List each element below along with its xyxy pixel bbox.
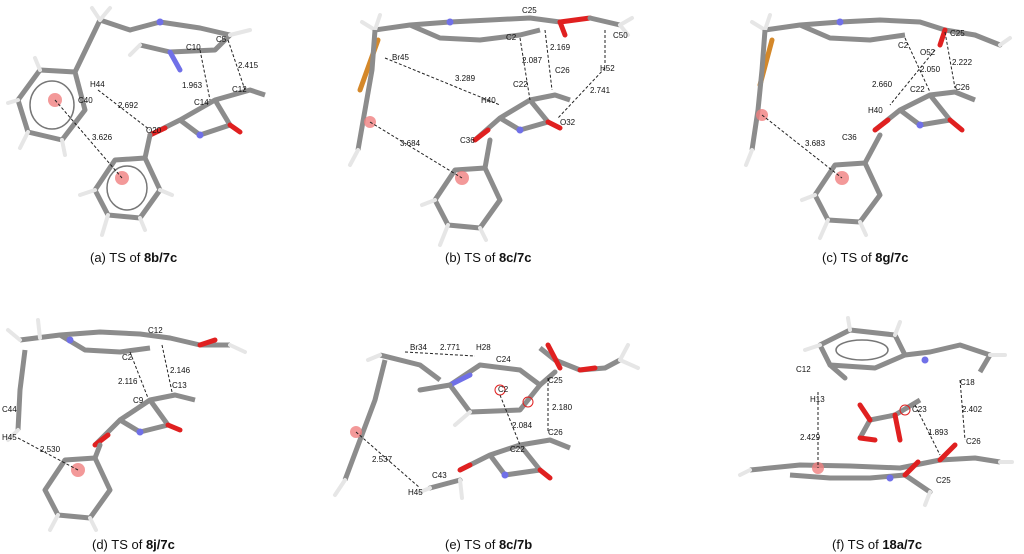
panel-e-dist-2771: 2.771 (440, 343, 461, 352)
panel-a-label-c5: C5 (216, 35, 227, 44)
panel-b-molecule: C25 C2 C50 Br45 C26 H52 C22 H40 O32 C36 … (348, 6, 634, 247)
panel-e-dist-2084: 2.084 (512, 421, 533, 430)
panel-a-label-c12: C12 (232, 85, 247, 94)
panel-e-label-c26: C26 (548, 428, 563, 437)
panel-a-dist-centroids: 3.626 (92, 133, 113, 142)
panel-c-dist-2660: 2.660 (872, 80, 893, 89)
panel-b-dist-3289: 3.289 (455, 74, 476, 83)
panel-e-label-h45: H45 (408, 488, 423, 497)
panel-f-label-c23: C23 (912, 405, 927, 414)
panel-e-label-h28: H28 (476, 343, 491, 352)
panel-b-label-c26: C26 (555, 66, 570, 75)
panel-e-label-c24: C24 (496, 355, 511, 364)
panel-f-label-c12: C12 (796, 365, 811, 374)
panel-b-label-h40: H40 (481, 96, 496, 105)
panel-d-dist-2530: 2.530 (40, 445, 61, 454)
panel-b-label-c36: C36 (460, 136, 475, 145)
panel-c-label-c22: C22 (910, 85, 925, 94)
panel-b-label-h52: H52 (600, 64, 615, 73)
panel-e-label-c43: C43 (432, 471, 447, 480)
panel-f-dist-2429: 2.429 (800, 433, 821, 442)
panel-e-label-c22: C22 (510, 445, 525, 454)
panel-c-label-o52: O52 (920, 48, 936, 57)
panel-b-label-o32: O32 (560, 118, 576, 127)
panel-f-label-h13: H13 (810, 395, 825, 404)
panel-e-label-c25: C25 (548, 376, 563, 385)
panel-a-label-h44: H44 (90, 80, 105, 89)
panel-b-dist-2169: 2.169 (550, 43, 571, 52)
panel-c-dist-3683: 3.683 (805, 139, 826, 148)
panel-b-label-br45: Br45 (392, 53, 409, 62)
panel-b-label-c2: C2 (506, 33, 517, 42)
panel-a-dist-c10-c14: 1.963 (182, 81, 203, 90)
caption-e: (e) TS of 8c/7b (445, 537, 533, 552)
caption-f: (f) TS of 18a/7c (832, 537, 923, 552)
panel-b-label-c50: C50 (613, 31, 628, 40)
panel-b-label-c22: C22 (513, 80, 528, 89)
panel-d-label-c2: C2 (122, 353, 133, 362)
panel-e-molecule: Br34 H28 C24 C25 C2 C26 C22 C43 H45 2.77… (333, 342, 640, 500)
panel-a-molecule: C5 C10 H44 C40 2.415 C12 C14 O20 2.692 1… (6, 6, 266, 237)
panel-c-label-h40: H40 (868, 106, 883, 115)
panel-c-label-c36: C36 (842, 133, 857, 142)
caption-d: (d) TS of 8j/7c (92, 537, 175, 552)
panel-d-label-c12: C12 (148, 326, 163, 335)
panel-a-label-c40: C40 (78, 96, 93, 105)
panel-c-dist-2050: 2.050 (920, 65, 941, 74)
panel-d-label-c9: C9 (133, 396, 144, 405)
panel-f-label-c26: C26 (966, 437, 981, 446)
panel-f-label-c18: C18 (960, 378, 975, 387)
caption-b: (b) TS of 8c/7c (445, 250, 532, 265)
panel-a-dist-c5-c12: 2.415 (238, 61, 259, 70)
panel-a-label-c10: C10 (186, 43, 201, 52)
panel-c-label-c2: C2 (898, 41, 909, 50)
panel-e-label-br34: Br34 (410, 343, 427, 352)
panel-b-dist-3684: 3.684 (400, 139, 421, 148)
panel-f-dist-2402: 2.402 (962, 405, 983, 414)
panel-a-dist-h44: 2.692 (118, 101, 139, 110)
panel-f-label-c25: C25 (936, 476, 951, 485)
panel-c-label-c25: C25 (950, 29, 965, 38)
panel-d-dist-2116: 2.116 (118, 377, 138, 386)
panel-f-molecule: C12 C18 H13 C23 C26 C25 2.402 1.893 2.42… (738, 316, 1014, 507)
panel-d-molecule: C12 C2 C13 C9 C44 H45 2.146 2.116 2.530 (2, 318, 247, 532)
panel-c-molecule: C25 C2 O52 C26 C22 H40 C36 2.050 2.222 2… (744, 13, 1012, 240)
panel-e-dist-2537: 2.537 (372, 455, 393, 464)
panel-d-label-h45: H45 (2, 433, 17, 442)
panel-a-label-c14: C14 (194, 98, 209, 107)
panel-a-label-o20: O20 (146, 126, 162, 135)
panel-b-dist-2087: 2.087 (522, 56, 543, 65)
panel-d-label-c13: C13 (172, 381, 187, 390)
caption-c: (c) TS of 8g/7c (822, 250, 909, 265)
panel-c-label-c26: C26 (955, 83, 970, 92)
panel-c-dist-2222: 2.222 (952, 58, 973, 67)
panel-e-dist-2180: 2.180 (552, 403, 573, 412)
panel-f-dist-1893: 1.893 (928, 428, 949, 437)
panel-b-label-c25: C25 (522, 6, 537, 15)
panel-d-dist-2146: 2.146 (170, 366, 191, 375)
panel-d-label-c44: C44 (2, 405, 17, 414)
panel-b-dist-2741: 2.741 (590, 86, 611, 95)
panel-e-label-c2: C2 (498, 385, 509, 394)
caption-a: (a) TS of 8b/7c (90, 250, 178, 265)
